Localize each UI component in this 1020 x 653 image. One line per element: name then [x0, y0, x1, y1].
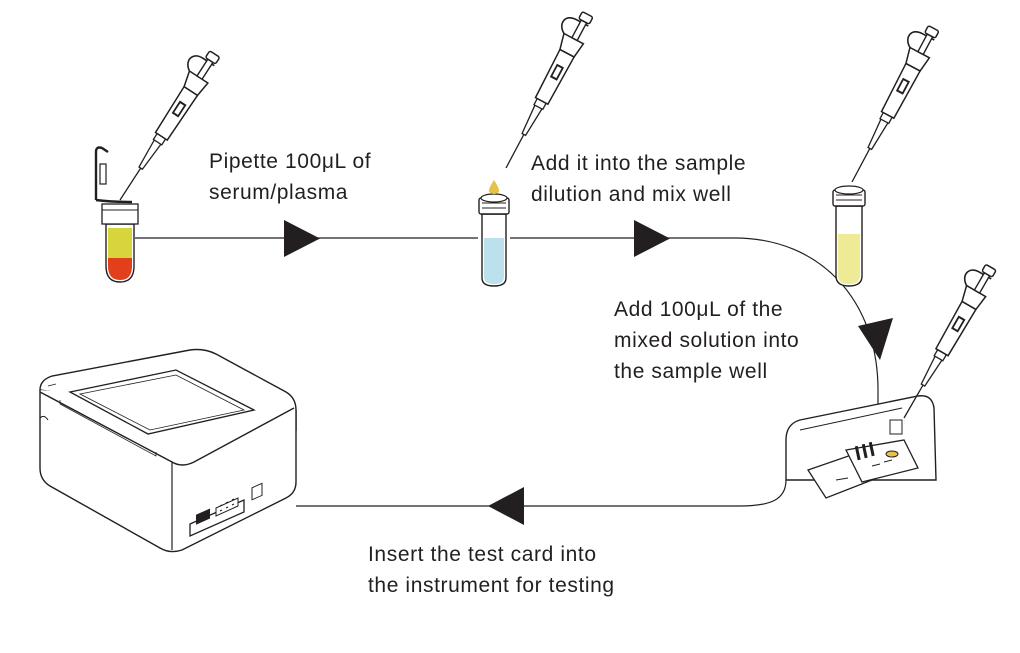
arrow-icon — [284, 220, 320, 257]
step3-line2: mixed solution into — [614, 329, 800, 352]
step2-label: Add it into the sample dilution and mix … — [531, 148, 746, 210]
step4-line1: Insert the test card into — [368, 543, 597, 566]
pipette-icon — [834, 18, 944, 188]
step3-line3: the sample well — [614, 360, 768, 383]
step4-line2: the instrument for testing — [368, 574, 615, 597]
step3-label: Add 100μL of the mixed solution into the… — [614, 294, 799, 387]
step2-line2: dilution and mix well — [531, 183, 732, 206]
dilution-tube-icon — [478, 180, 510, 287]
analyzer-instrument-icon — [39, 348, 297, 553]
step4-label: Insert the test card into the instrument… — [368, 539, 615, 601]
step2-line1: Add it into the sample — [531, 152, 747, 175]
step1-line1: Pipette 100μL of — [209, 150, 372, 173]
blood-tube-icon — [94, 146, 139, 283]
arrow-icon — [634, 220, 670, 257]
step1-line2: serum/plasma — [209, 181, 349, 204]
mixed-tube-icon — [832, 185, 866, 287]
step1-label: Pipette 100μL of serum/plasma — [209, 146, 371, 208]
test-card-icon — [785, 395, 937, 499]
step3-line1: Add 100μL of the — [614, 298, 784, 321]
arrow-icon — [488, 487, 524, 525]
arrow-icon — [858, 318, 893, 360]
pipette-icon — [103, 43, 224, 207]
